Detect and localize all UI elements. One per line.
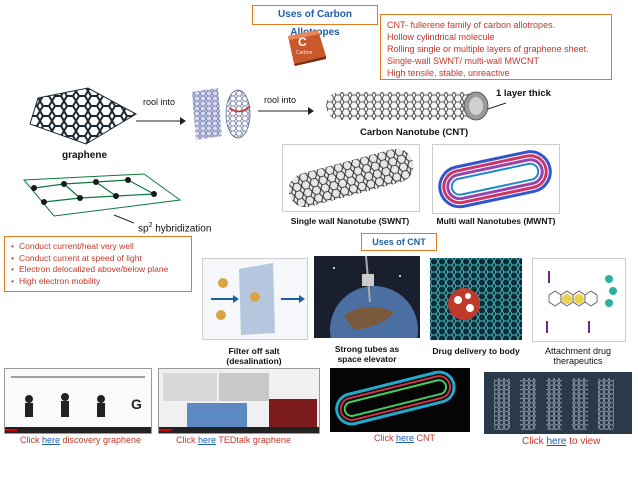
video-progress-bar[interactable]: [5, 427, 151, 433]
cnt-info-box: CNT- fullerene family of carbon allotrop…: [380, 14, 612, 80]
view-video-link[interactable]: here: [546, 436, 567, 447]
property-item: •Conduct current/heat very well: [11, 241, 134, 251]
drug-delivery-image: [430, 258, 522, 340]
video-thumbnail-discovery[interactable]: G: [4, 368, 152, 434]
property-item: •Conduct current at speed of light: [11, 252, 142, 263]
video-thumbnail-view[interactable]: [484, 372, 632, 434]
use-label-line2: space elevator: [337, 354, 397, 364]
uses-of-cnt-title: Uses of CNT: [361, 233, 437, 251]
use-label-line2: therapeutics: [553, 356, 603, 366]
roll-into-label: rool into: [264, 95, 297, 105]
use-label-line1: Attachment drug: [544, 346, 612, 356]
property-item: •Electron delocalized above/below plane: [11, 264, 169, 274]
cnt-label: Carbon Nanotube (CNT): [360, 127, 469, 138]
use-label-line1: Drug delivery to body: [432, 346, 520, 356]
video-thumbnail-tedtalk[interactable]: [158, 368, 320, 434]
discovery-graphene-link[interactable]: here: [42, 435, 61, 445]
video-progress-bar[interactable]: [159, 427, 319, 433]
svg-text:G: G: [131, 396, 142, 412]
sp2-pointer: [112, 212, 135, 224]
desalination-image: [202, 258, 308, 340]
drug-attachment-image: [532, 258, 626, 342]
graphene-properties-box: •Conduct current/heat very well •Conduct…: [4, 236, 192, 292]
page-title: Uses of Carbon Allotropes: [252, 5, 378, 38]
cnt-info-line: CNT- fullerene family of carbon allotrop…: [387, 20, 556, 30]
video-caption-2: Click here TEDtalk graphene: [176, 435, 291, 445]
cnt-info-line: Hollow cylindrical molecule: [387, 32, 495, 42]
cnt-info-line: Rolling single or multiple layers of gra…: [387, 44, 589, 54]
video-thumbnail-cnt[interactable]: [330, 368, 470, 432]
carbon-nanotube-image: [318, 88, 494, 124]
use-label-line1: Strong tubes as: [334, 344, 400, 354]
graphene-label: graphene: [62, 150, 108, 161]
one-layer-label: 1 layer thick: [496, 88, 551, 99]
video-caption-4: Click here to view: [522, 436, 601, 447]
swnt-image: [282, 144, 420, 212]
cnt-video-link[interactable]: here: [396, 433, 415, 443]
mwnt-label: Multi wall Nanotubes (MWNT): [436, 216, 556, 226]
tedtalk-graphene-link[interactable]: here: [198, 435, 217, 445]
video-caption-1: Click here discovery graphene: [20, 435, 142, 445]
swnt-label: Single wall Nanotube (SWNT): [290, 216, 410, 226]
graphene-sheet-image: [28, 86, 138, 146]
mwnt-image: [432, 144, 560, 214]
sp2-structure-image: [4, 170, 184, 222]
carbon-symbol: C: [298, 35, 307, 49]
use-label-line1: Filter off salt: [228, 346, 280, 356]
sp2-label: sp2 hybridization: [138, 222, 212, 235]
carbon-element-tile: C Carbon: [282, 28, 328, 66]
space-elevator-image: [314, 256, 420, 338]
cnt-info-line: Single-wall SWNT/ multi-wall MWCNT: [387, 56, 540, 66]
arrow-graphene-to-roll: [136, 113, 186, 125]
carbon-name: Carbon: [296, 50, 313, 56]
property-item: •High electron mobility: [11, 275, 101, 286]
use-label-line2: (desalination): [226, 356, 282, 366]
layer-pointer: [486, 98, 507, 110]
rolling-sheet-image: [188, 86, 254, 142]
arrow-roll-to-cnt: [258, 103, 314, 115]
cnt-info-line: High tensile, stable, unreactive: [387, 68, 510, 78]
roll-into-label: rool into: [143, 97, 176, 107]
video-caption-3: Click here CNT: [374, 433, 436, 443]
